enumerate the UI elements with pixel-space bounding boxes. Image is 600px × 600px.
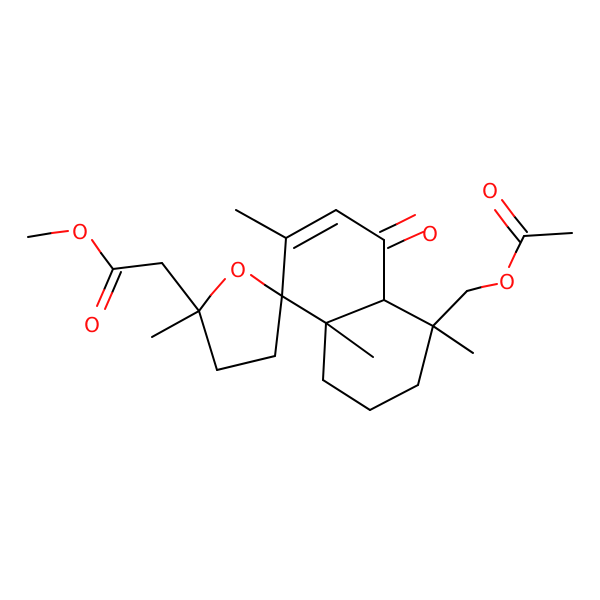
bond-ring-right-up: [417, 325, 434, 386]
bond-ring-bottom-1: [322, 379, 371, 411]
bond-spiro-alkene-c: [281, 237, 287, 297]
bond-alkene-ketone-c: [335, 209, 385, 241]
atom-o-acetate-carbonyl: O: [482, 179, 498, 203]
bond-co-double-1a: [103, 268, 114, 291]
bond-o-carbonyl-c: [91, 239, 102, 254]
bond-quat-spiro: [281, 295, 327, 324]
bond-co-double-2b: [104, 292, 113, 310]
bond-acyl-double-1a: [506, 225, 521, 243]
bond-quat2-ringfusion: [383, 299, 434, 327]
bond-ketone-double-2b: [404, 231, 424, 241]
bond-ketone-double-2a: [387, 239, 406, 249]
bond-thf-c-o-b: [210, 278, 226, 296]
atom-o-ring: O: [230, 258, 246, 282]
bond-ch2-quat: [161, 262, 200, 312]
bond-alkene-double-2: [293, 223, 338, 249]
bond-quat2-methyl: [432, 325, 474, 354]
bond-acyl-methyl: [523, 232, 573, 237]
bond-quat-methyl: [325, 322, 374, 358]
atom-o-ester-carbonyl: O: [84, 313, 100, 337]
bond-thf-o-spiro-a: [250, 274, 266, 286]
bond-thf-c-o-a: [198, 294, 212, 312]
bond-alkene-double-1: [285, 209, 337, 239]
bond-ketone-double-1b: [396, 214, 416, 225]
bond-co-double-1b: [96, 289, 105, 307]
bond-ch2-oac-a: [466, 286, 483, 292]
bond-o-acyl-a: [508, 251, 517, 268]
methyl-ester-group: [27, 230, 200, 312]
bond-ome-methyl-o: [51, 230, 69, 234]
bond-spiro-ch2: [274, 295, 283, 357]
bond-ome-methyl: [27, 232, 53, 238]
bond-acyl-double-2b: [501, 199, 515, 217]
bond-acyl-double-2a: [513, 215, 528, 233]
bond-carbonyl-ch2: [112, 262, 163, 270]
atom-o-acetate-ether: O: [499, 270, 515, 294]
bond-acyl-double-1b: [494, 209, 508, 227]
bond-alkene-methyl: [235, 209, 287, 239]
bicyclic-core: [235, 209, 474, 411]
bond-quat2-ch2: [432, 290, 468, 327]
bond-o-carbonyl-c-b: [100, 252, 114, 270]
bond-ch2-oac-b: [481, 283, 498, 288]
bond-ketone-double-1a: [379, 223, 398, 233]
thf-ring: [151, 274, 283, 371]
atom-o-ketone: O: [422, 222, 438, 246]
bond-thf-methyl: [151, 310, 200, 338]
bond-co-double-2a: [111, 271, 122, 294]
bond-ch2-ch2: [216, 355, 276, 371]
bond-thf-o-spiro-b: [264, 284, 283, 297]
bond-o-acyl-b: [515, 235, 525, 253]
bond-ch2-quat-ring: [198, 310, 218, 371]
bond-ring-bottom-2: [369, 384, 419, 411]
acetate-group: [466, 199, 573, 292]
atom-o-ester-methyl: O: [72, 220, 88, 244]
bond-ringfusion-quat: [325, 299, 385, 324]
bond-quat-ch2-down: [322, 322, 327, 381]
